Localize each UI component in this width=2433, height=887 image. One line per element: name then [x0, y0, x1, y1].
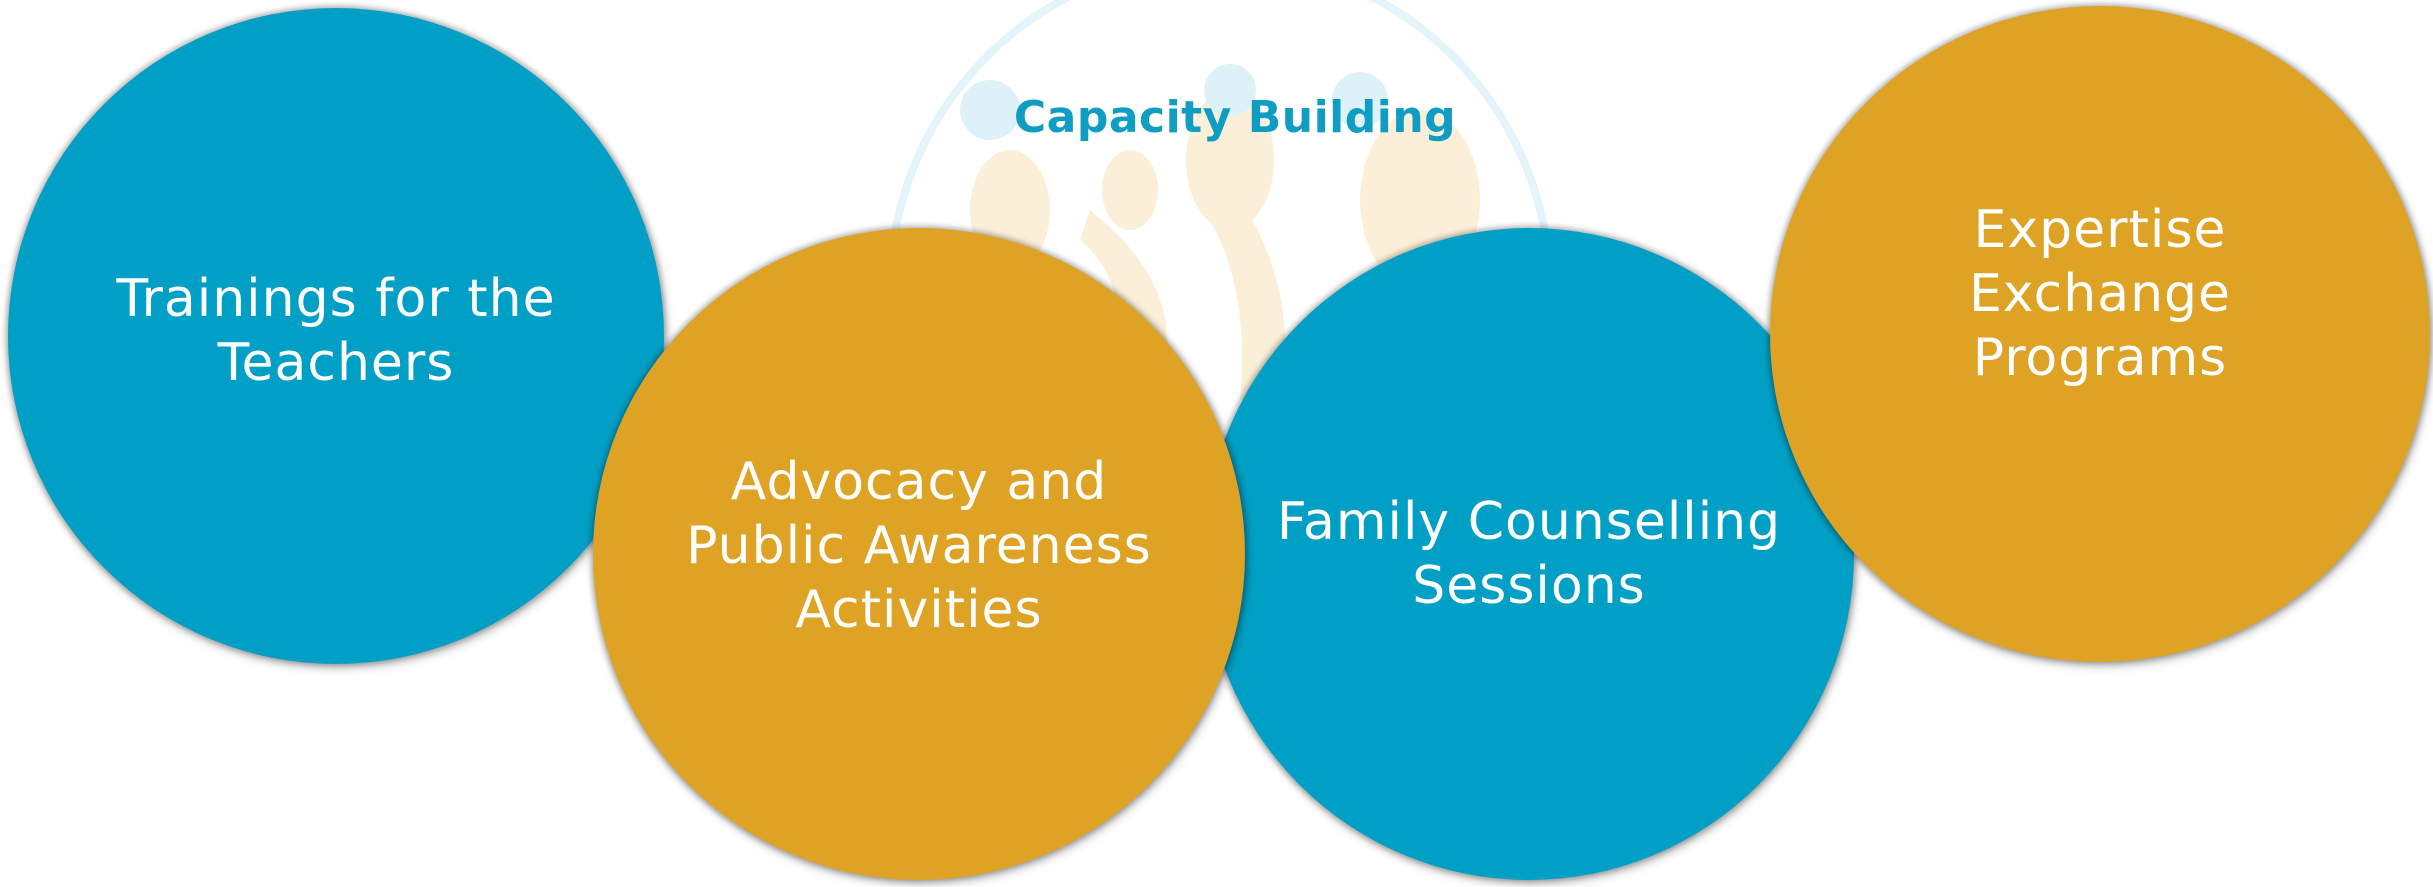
- bubble-label: Family Counselling Sessions: [1276, 492, 1782, 616]
- family-figures-icon: [970, 90, 1480, 400]
- diagram-title: Capacity Building: [1013, 92, 1457, 143]
- bubble-expertise-exchange: Expertise Exchange Programs: [1770, 6, 2430, 662]
- bubble-label: Advocacy and Public Awareness Activities: [686, 452, 1152, 640]
- bubble-label: Trainings for the Teachers: [116, 269, 556, 393]
- bubble-family-counselling: Family Counselling Sessions: [1204, 228, 1854, 880]
- family-emblem-watermark: [886, 0, 1554, 520]
- bubble-trainings-for-teachers: Trainings for the Teachers: [8, 8, 664, 664]
- bubble-advocacy-awareness: Advocacy and Public Awareness Activities: [593, 228, 1245, 880]
- bubble-label: Expertise Exchange Programs: [1968, 200, 2232, 388]
